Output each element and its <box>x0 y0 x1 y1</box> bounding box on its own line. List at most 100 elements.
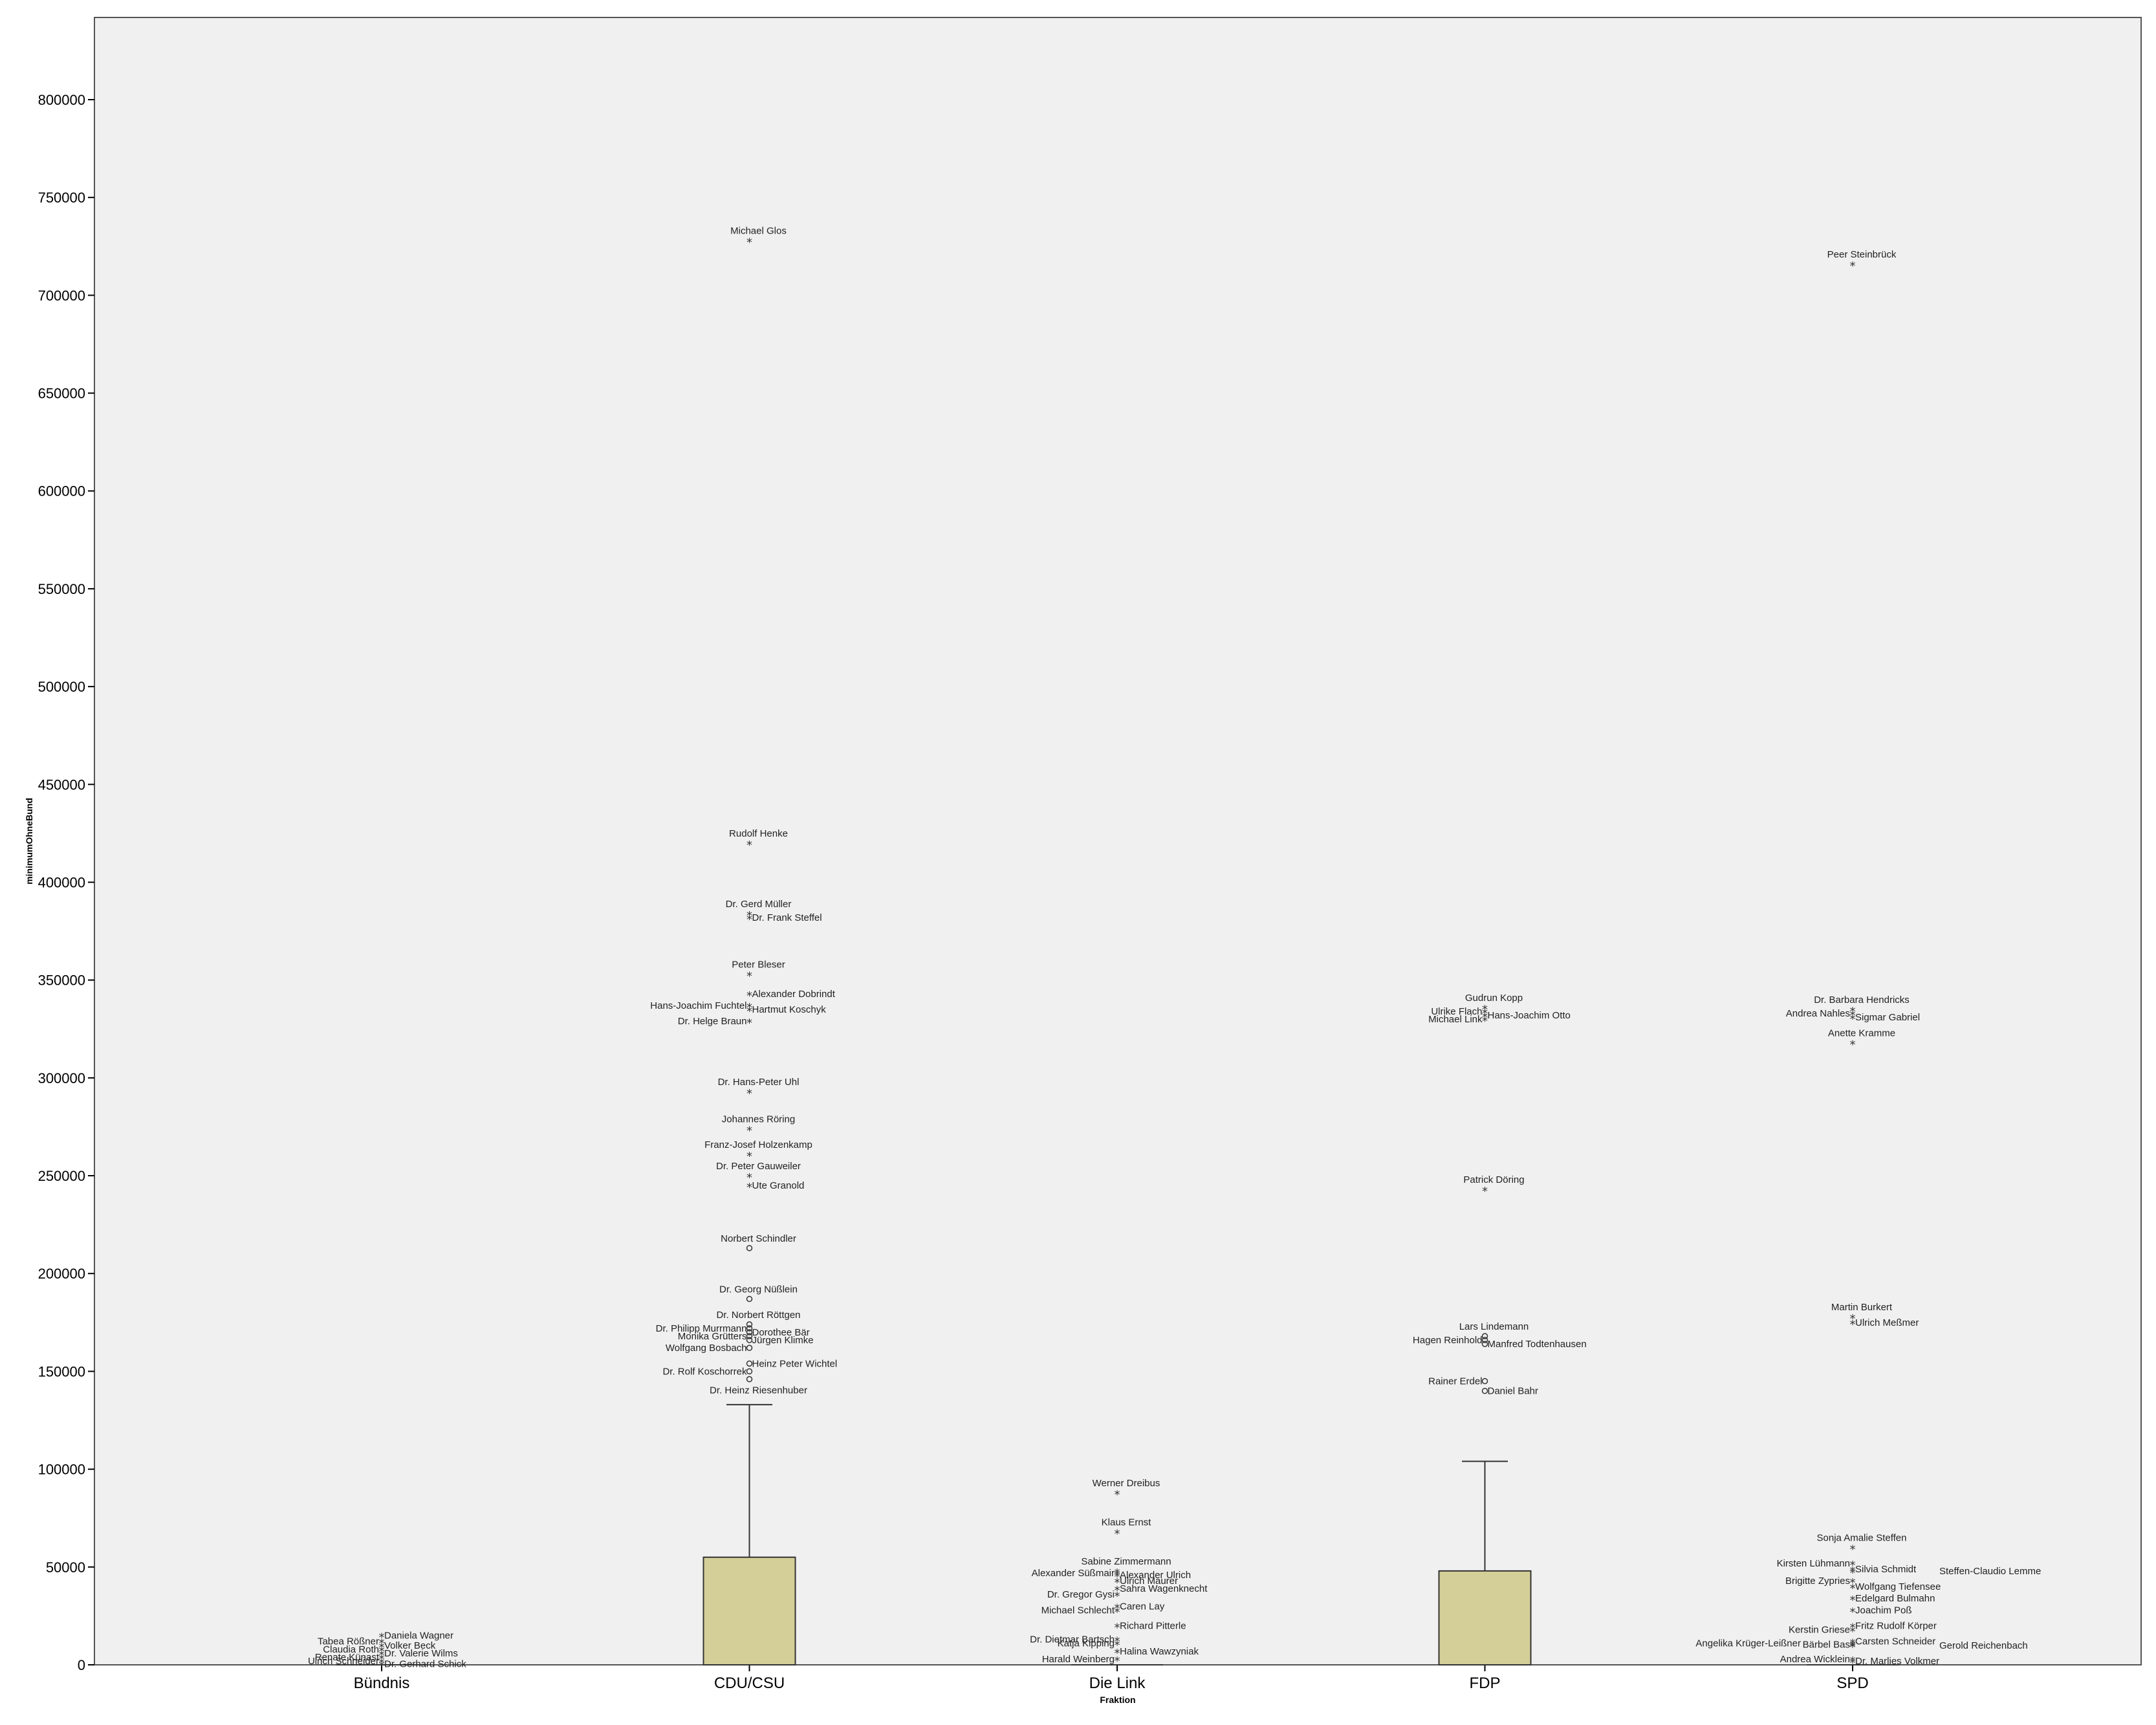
outlier-point <box>746 1337 753 1343</box>
outlier-label: Harald Weinberg <box>1042 1654 1115 1665</box>
extreme-point: * <box>746 1016 752 1030</box>
outlier-point <box>1481 1341 1488 1347</box>
outlier-label: Ulrich Maurer <box>1120 1576 1178 1587</box>
extreme-point: * <box>746 909 752 923</box>
outlier-label: Kirsten Lühmann <box>1777 1558 1850 1569</box>
outlier-label: Renate Künast <box>315 1652 380 1663</box>
extreme-point: * <box>746 1005 752 1018</box>
extreme-point: * <box>1850 1641 1856 1654</box>
outlier-label: Ulrike Flach <box>1431 1006 1482 1017</box>
extreme-point: * <box>1115 1647 1120 1660</box>
extreme-point: * <box>1115 1605 1120 1619</box>
extreme-point: * <box>1115 1488 1120 1502</box>
x-tick-label: Die Link <box>1089 1675 1146 1692</box>
outlier-label: Rudolf Henke <box>729 828 788 839</box>
outlier-point <box>746 1360 753 1367</box>
extreme-point: * <box>1850 259 1856 273</box>
y-tick-label: 500000 <box>38 679 85 695</box>
outlier-label: Klaus Ernst <box>1102 1517 1152 1528</box>
extreme-point: * <box>379 1645 385 1658</box>
outlier-label: Wolfgang Tiefensee <box>1855 1581 1941 1592</box>
extreme-point: * <box>1115 1576 1120 1590</box>
extreme-point: * <box>1482 1185 1488 1198</box>
outlier-label: Rainer Erdel <box>1428 1376 1482 1387</box>
y-tick-label: 750000 <box>38 190 85 206</box>
extreme-point: * <box>1482 1015 1488 1028</box>
extreme-point: * <box>1482 1007 1488 1020</box>
extreme-point: * <box>1115 1590 1120 1603</box>
y-tick-label: 200000 <box>38 1266 85 1282</box>
extreme-point: * <box>1482 1011 1488 1024</box>
outlier-label: Dr. Barbara Hendricks <box>1814 994 1910 1005</box>
outlier-label: Dr. Rolf Koschorrek <box>662 1366 747 1377</box>
extreme-point: * <box>746 970 752 983</box>
extreme-point: * <box>1115 1635 1120 1649</box>
outlier-label: Alexander Dobrindt <box>752 989 836 1000</box>
outlier-label: Silvia Schmidt <box>1855 1564 1917 1575</box>
plot-background <box>94 17 2142 1665</box>
outlier-label: Bärbel Bas <box>1803 1639 1850 1650</box>
extreme-point: * <box>1850 1005 1856 1018</box>
extreme-point: * <box>1115 1654 1120 1668</box>
y-tick-label: 550000 <box>38 581 85 597</box>
outlier-label: Dr. Marlies Volkmer <box>1855 1656 1939 1667</box>
outlier-label: Dr. Peter Gauweiler <box>716 1161 801 1172</box>
outlier-point <box>746 1368 753 1375</box>
outlier-label: Carsten Schneider <box>1855 1636 1935 1647</box>
extreme-point: * <box>1115 1584 1120 1598</box>
outlier-label: Anette Kramme <box>1828 1027 1895 1038</box>
y-tick-label: 400000 <box>38 874 85 890</box>
extreme-point: * <box>379 1656 385 1670</box>
outlier-label: Alexander Süßmair <box>1032 1568 1115 1579</box>
extreme-point: * <box>1482 1003 1488 1016</box>
y-tick-label: 450000 <box>38 776 85 793</box>
outlier-label: Kerstin Griese <box>1789 1625 1850 1636</box>
outlier-label: Dr. Valerie Wilms <box>384 1648 458 1659</box>
y-tick-label: 300000 <box>38 1070 85 1086</box>
y-axis-title: minimumOhneBund <box>24 798 34 884</box>
x-tick-label: CDU/CSU <box>714 1675 785 1692</box>
outlier-point <box>746 1321 753 1328</box>
outlier-label: Hans-Joachim Otto <box>1488 1010 1571 1021</box>
y-tick-label: 650000 <box>38 386 85 402</box>
outlier-label: Gudrun Kopp <box>1465 993 1523 1004</box>
extreme-point: * <box>746 1181 752 1194</box>
y-tick-label: 800000 <box>38 92 85 108</box>
outlier-label: Richard Pitterle <box>1120 1621 1186 1632</box>
outlier-point <box>1481 1378 1488 1385</box>
extreme-point: * <box>1850 1625 1856 1639</box>
outliers: *Daniela Wagner*Tabea Rößner*Volker Beck… <box>308 226 2041 1673</box>
outlier-label: Werner Dreibus <box>1093 1478 1160 1489</box>
extreme-point: * <box>1850 1009 1856 1022</box>
outlier-point <box>746 1245 753 1251</box>
outlier-point <box>746 1325 753 1332</box>
extreme-point: * <box>1850 1312 1856 1326</box>
outlier-point <box>1481 1333 1488 1339</box>
outlier-label: Ute Granold <box>752 1180 805 1191</box>
y-tick-label: 50000 <box>46 1559 85 1576</box>
outlier-label: Halina Wawzyniak <box>1120 1646 1199 1657</box>
extreme-point: * <box>379 1659 385 1673</box>
outlier-label: Johannes Röring <box>722 1114 795 1125</box>
extreme-point: * <box>746 1150 752 1163</box>
boxes <box>336 1403 1899 1666</box>
outlier-label: Andrea Wicklein <box>1780 1654 1850 1665</box>
outlier-label: Dr. Gerd Müller <box>726 899 792 910</box>
outlier-label: Katja Kipping <box>1058 1638 1115 1649</box>
extreme-point: * <box>746 1087 752 1101</box>
extreme-point: * <box>1850 1637 1856 1651</box>
outlier-label: Sigmar Gabriel <box>1855 1012 1920 1023</box>
outlier-point <box>746 1376 753 1383</box>
extreme-point: * <box>1850 1621 1856 1635</box>
outlier-label: Hartmut Koschyk <box>752 1004 827 1015</box>
extreme-point: * <box>1850 1582 1856 1596</box>
box <box>1438 1570 1532 1665</box>
outlier-label: Lars Lindemann <box>1459 1321 1529 1332</box>
extreme-point: * <box>746 236 752 250</box>
x-tick-label: FDP <box>1470 1675 1501 1692</box>
outlier-label: Michael Link <box>1428 1014 1483 1025</box>
y-tick-label: 250000 <box>38 1168 85 1184</box>
outlier-label: Hagen Reinhold <box>1413 1335 1483 1346</box>
